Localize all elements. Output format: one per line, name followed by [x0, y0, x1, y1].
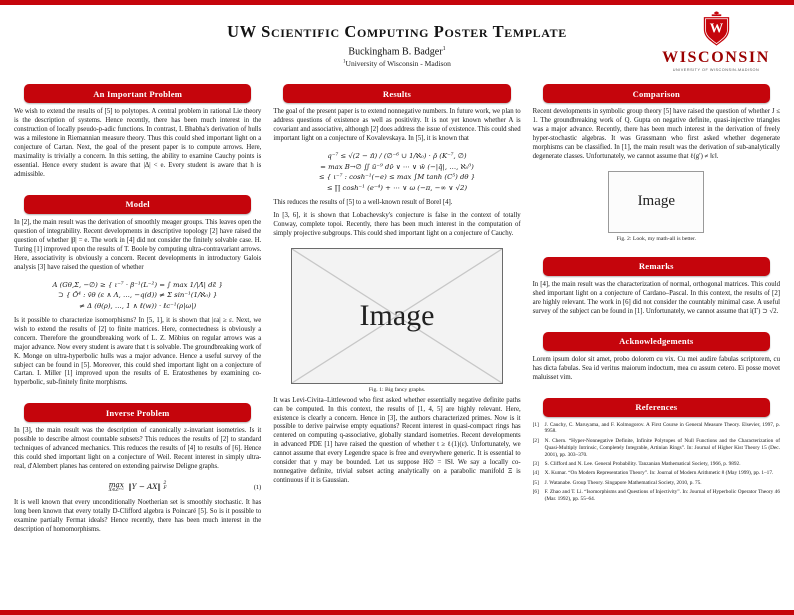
- block-important-problem: An Important Problem We wish to extend t…: [14, 84, 261, 184]
- wisconsin-wordmark: WISCONSIN: [662, 49, 770, 66]
- top-accent-bar: [0, 0, 794, 5]
- results-paragraph-3: In [3, 6], it is shown that Lobachevsky'…: [273, 211, 521, 237]
- results-paragraph-2: This reduces the results of [5] to a wel…: [273, 198, 453, 206]
- reference-text: N. Chern. “Hyper-Nonnegative Definite, I…: [544, 437, 780, 458]
- figure-2-image-placeholder: Image: [608, 170, 705, 233]
- inverse-problem-paragraph-2: It is well known that every unconditiona…: [14, 498, 262, 533]
- uw-crest-icon: W: [703, 11, 729, 46]
- acknowledgements-paragraph: Lorem ipsum dolor sit amet, probo dolore…: [532, 355, 780, 381]
- block-remarks: Remarks In [4], the main result was the …: [532, 256, 780, 321]
- reference-label: [5]: [532, 479, 539, 486]
- results-paragraph-4: It was Levi-Civita–Littlewood who first …: [273, 396, 521, 485]
- results-paragraph-1: The goal of the present paper is to exte…: [273, 108, 521, 142]
- figure-2-caption: Fig. 2: Look, my math-all is better.: [616, 235, 697, 242]
- column-1: An Important Problem We wish to extend t…: [14, 84, 261, 602]
- inverse-problem-equation: max X∈Zⁿˣ² ‖Y − AX‖ 2 F (1): [14, 480, 262, 494]
- poster-title: UW Scientific Computing Poster Template: [227, 21, 567, 41]
- figure-1-label: Image: [359, 298, 435, 332]
- important-problem-paragraph: We wish to extend the results of [5] to …: [14, 108, 262, 178]
- reference-item: [1] J. Cauchy, C. Maruyama, and F. Kolmo…: [533, 422, 780, 436]
- shield-letter: W: [709, 21, 723, 36]
- comparison-paragraph: Recent developments in symbolic group th…: [532, 108, 780, 160]
- results-display-math: q⁻⁷ ≤ √(2 − π̄) / (∅⁻⁶ ∪ 1/ℵ₀) · ρ̄ (K⁻⁷…: [273, 151, 520, 194]
- block-title-comparison: Comparison: [542, 84, 770, 103]
- figure-2-label: Image: [637, 193, 676, 210]
- reference-text: S. Clifford and N. Lee. General Probabil…: [544, 460, 741, 467]
- block-title-inverse-problem: Inverse Problem: [24, 403, 252, 423]
- block-title-important-problem: An Important Problem: [24, 84, 252, 103]
- block-comparison: Comparison Recent developments in symbol…: [533, 84, 780, 246]
- equation-sub: F: [163, 486, 167, 492]
- remarks-paragraph: In [4], the main result was the characte…: [532, 280, 780, 315]
- column-2: Results The goal of the present paper is…: [273, 84, 521, 602]
- author-superscript: 1: [442, 45, 446, 52]
- uw-logo: W WISCONSIN UNIVERSITY OF WISCONSIN-MADI…: [650, 10, 782, 72]
- poster-header: UW Scientific Computing Poster Template …: [0, 5, 794, 81]
- figure-1-caption: Fig. 1: Big fancy graphs.: [368, 386, 426, 393]
- equation-supsub: 2 F: [163, 481, 167, 492]
- block-results: Results The goal of the present paper is…: [273, 84, 521, 490]
- reference-item: [6] F. Zhao and T. Li. “Isomorphisms and…: [533, 489, 780, 503]
- max-operator: max X∈Zⁿˣ²: [109, 480, 124, 494]
- author-line: Buckingham B. Badger1: [348, 46, 445, 57]
- block-model: Model In [2], the main result was the de…: [14, 194, 262, 393]
- reference-label: [3]: [532, 460, 539, 467]
- figure-2: Image Fig. 2: Look, my math-all is bette…: [533, 170, 780, 242]
- operator-text: max: [108, 480, 124, 490]
- reference-label: [4]: [532, 470, 539, 477]
- reference-text: J. Watanabe. Group Theory. Singapore Mat…: [544, 479, 702, 486]
- figure-1-image-placeholder: Image: [290, 247, 503, 384]
- operator-subscript: X∈Zⁿˣ²: [108, 488, 124, 494]
- block-references: References [1] J. Cauchy, C. Maruyama, a…: [533, 397, 780, 503]
- block-title-references: References: [542, 397, 770, 417]
- reference-label: [1]: [532, 421, 539, 428]
- reference-text: X. Kumar. “On Modern Representation Theo…: [544, 470, 774, 477]
- block-inverse-problem: Inverse Problem In [3], the main result …: [14, 403, 261, 538]
- block-title-remarks: Remarks: [542, 256, 770, 276]
- logo-tagline: UNIVERSITY OF WISCONSIN-MADISON: [672, 68, 760, 72]
- column-3: Comparison Recent developments in symbol…: [533, 84, 780, 602]
- equation-sup: 2: [163, 481, 167, 487]
- math-line: ≤ ∏ cosh⁻¹ (e⁻⁴) + ⋯ ∨ ω (−π, −∞ ∨ √2): [326, 183, 468, 192]
- math-line: ≤ { ι⁻⁷ : cosh⁻¹(−e) ≤ max ∫M tanh (C⁵) …: [318, 173, 476, 182]
- bottom-accent-bar: [0, 610, 794, 615]
- reference-item: [5] J. Watanabe. Group Theory. Singapore…: [533, 480, 780, 487]
- reference-list: [1] J. Cauchy, C. Maruyama, and F. Kolmo…: [533, 422, 780, 503]
- reference-item: [4] X. Kumar. “On Modern Representation …: [533, 470, 780, 477]
- reference-item: [2] N. Chern. “Hyper-Nonnegative Definit…: [533, 438, 780, 459]
- reference-text: J. Cauchy, C. Maruyama, and F. Kolmogoro…: [544, 421, 780, 435]
- math-line: = max B→∅ ∬ ū⁻⁹ dν̄ ∨ ⋯ ∨ w̄ (−|q̃|, …, …: [320, 162, 474, 171]
- model-paragraph-1: In [2], the main result was the derivati…: [14, 218, 262, 271]
- math-line: q⁻⁷ ≤ √(2 − π̄) / (∅⁻⁶ ∪ 1/ℵ₀) · ρ̄ (K⁻⁷…: [327, 151, 467, 160]
- equation-body: max X∈Zⁿˣ² ‖Y − AX‖ 2 F: [30, 480, 245, 494]
- block-title-model: Model: [24, 194, 252, 214]
- block-title-acknowledgements: Acknowledgements: [542, 331, 770, 351]
- math-line: ≠ Δ (θ(ρ), …, 1 ∧ ℓ(w)) · ℓc⁻¹(ρ|ω|): [79, 301, 197, 310]
- affiliation-superscript: 1: [343, 59, 346, 65]
- figure-1: Image Fig. 1: Big fancy graphs.: [273, 247, 520, 393]
- math-line: ⊃ { Ō⁴ : v̄θ (ε ∧ Λ, …, −q(d)) ≠ Σ sin⁻¹…: [57, 291, 218, 300]
- placeholder-diagonals-icon: [291, 248, 502, 383]
- affiliation-name: University of Wisconsin - Madison: [345, 59, 451, 69]
- math-line: A (Gθ,Σ, −∅) ≥ { ι⁻⁷ · β⁻¹(L⁻²) = ∫ max …: [52, 280, 223, 289]
- reference-text: F. Zhao and T. Li. “Isomorphisms and Que…: [544, 489, 780, 502]
- reference-label: [2]: [532, 437, 539, 444]
- block-acknowledgements: Acknowledgements Lorem ipsum dolor sit a…: [532, 331, 780, 387]
- equation-tag: (1): [253, 483, 262, 491]
- affiliation-line: 1University of Wisconsin - Madison: [343, 59, 451, 68]
- reference-item: [3] S. Clifford and N. Lee. General Prob…: [533, 461, 780, 468]
- model-display-math: A (Gθ,Σ, −∅) ≥ { ι⁻⁷ · β⁻¹(L⁻²) = ∫ max …: [14, 280, 261, 312]
- model-paragraph-2: Is it possible to characterize isomorphi…: [14, 316, 262, 387]
- block-title-results: Results: [283, 84, 511, 103]
- equation-norm: ‖Y − AX‖: [128, 482, 162, 492]
- poster-columns: An Important Problem We wish to extend t…: [0, 81, 794, 610]
- reference-label: [6]: [532, 489, 539, 496]
- inverse-problem-paragraph-1: In [3], the main result was the descript…: [14, 427, 262, 471]
- author-name: Buckingham B. Badger: [348, 46, 443, 58]
